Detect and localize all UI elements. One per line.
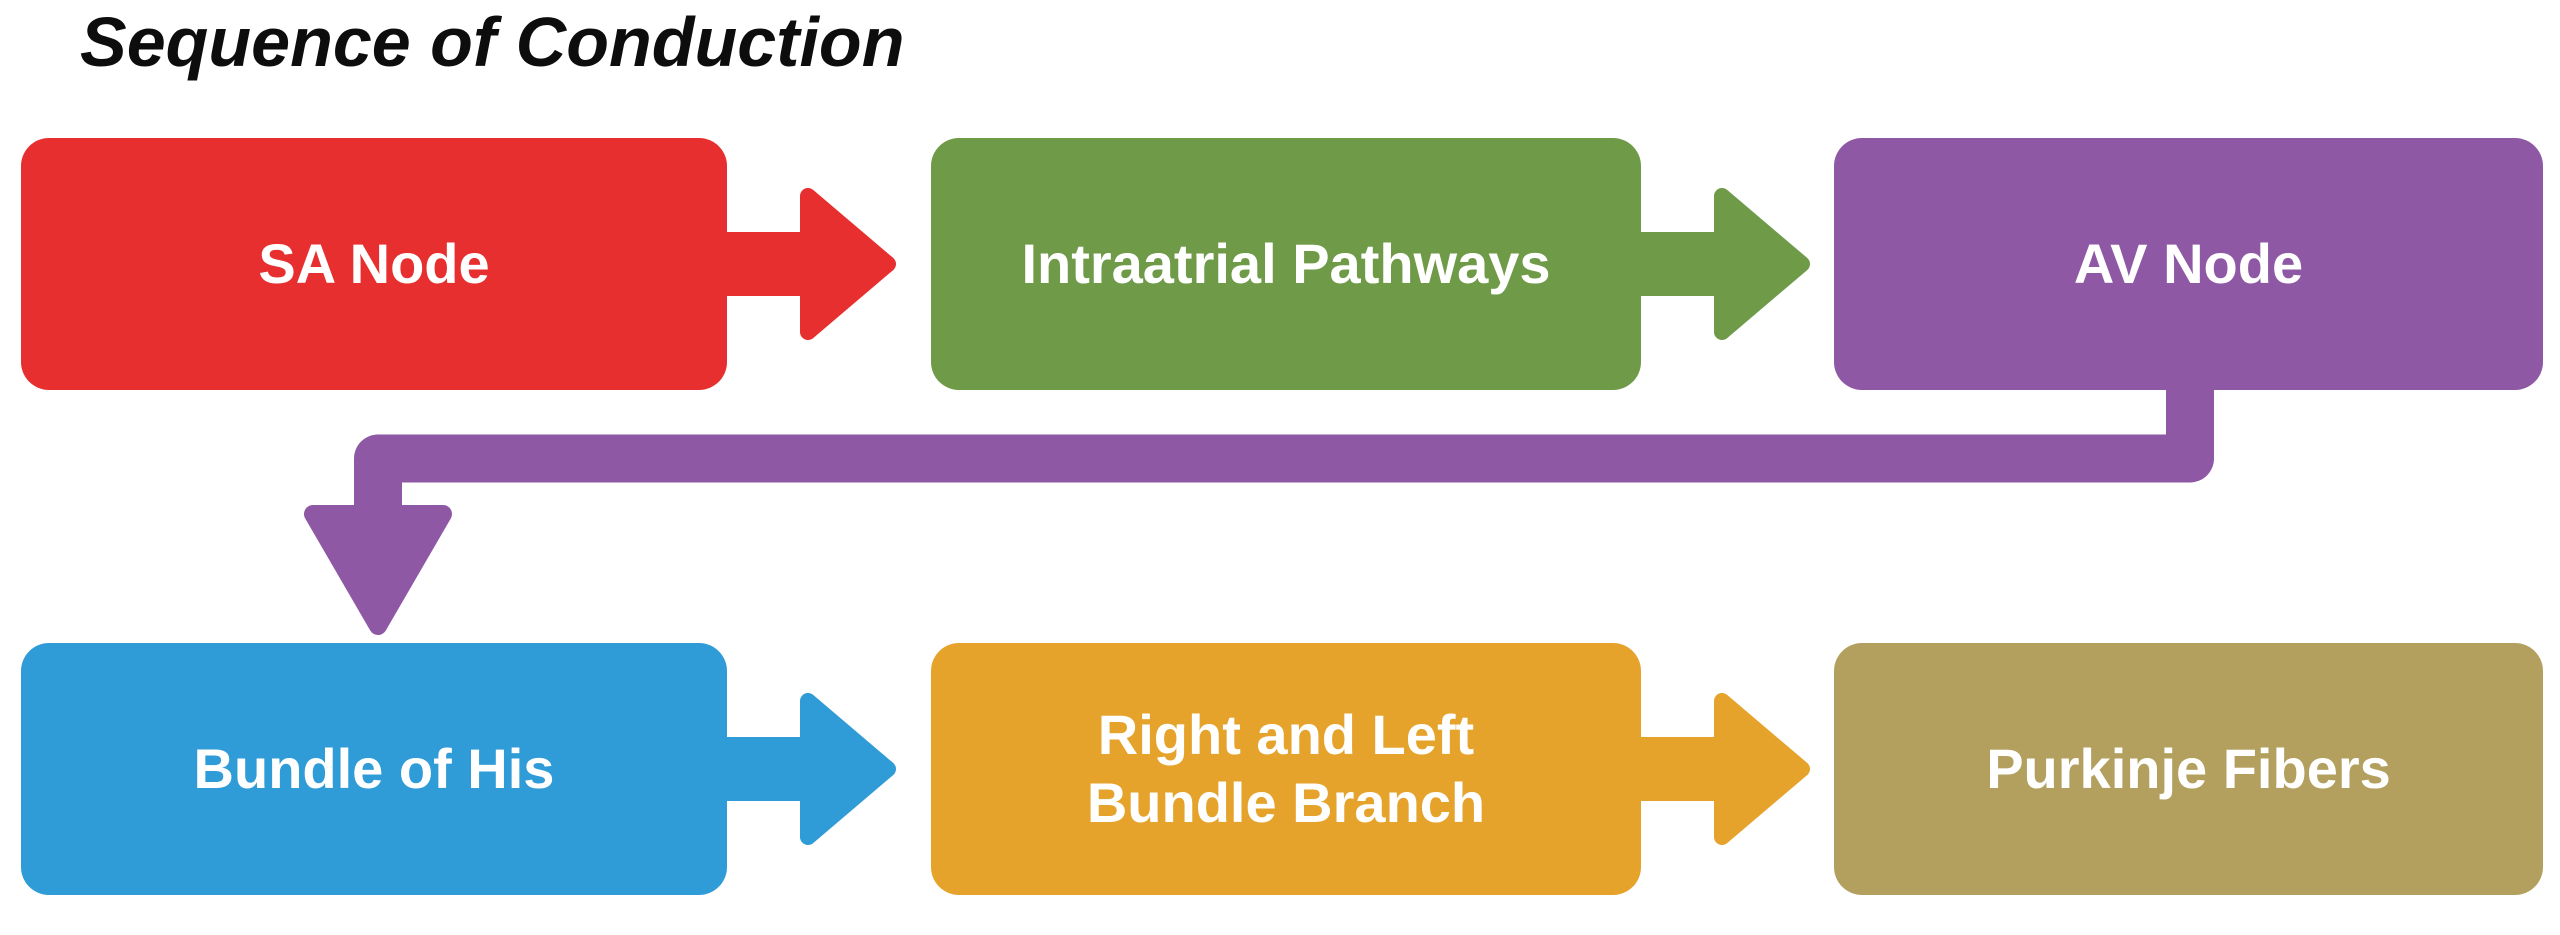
node-bundle-of-his: Bundle of His (21, 643, 727, 895)
node-label: Bundle of His (193, 736, 555, 800)
node-label: AV Node (2073, 231, 2304, 295)
flow-arrow-icon (1638, 188, 1810, 340)
node-label: SA Node (258, 231, 490, 295)
node-right-left-bundle-branch: Right and Left Bundle Branch (931, 643, 1641, 895)
node-label: Purkinje Fibers (1986, 736, 2391, 800)
node-label-line-2: Bundle Branch (1086, 771, 1486, 834)
node-label: Right and Left Bundle Branch (1087, 701, 1485, 838)
node-label-line-1: Right and Left (1097, 702, 1475, 766)
node-intraatrial-pathways: Intraatrial Pathways (931, 138, 1641, 390)
flow-arrow-icon (724, 188, 896, 340)
node-label: Intraatrial Pathways (1021, 231, 1551, 295)
diagram-title: Sequence of Conduction (80, 3, 905, 81)
node-av-node: AV Node (1834, 138, 2543, 390)
node-sa-node: SA Node (21, 138, 727, 390)
node-purkinje-fibers: Purkinje Fibers (1834, 643, 2543, 895)
elbow-connector-arrow (304, 386, 2214, 635)
flow-arrow-icon (1638, 693, 1810, 845)
flow-arrow-icon (724, 693, 896, 845)
